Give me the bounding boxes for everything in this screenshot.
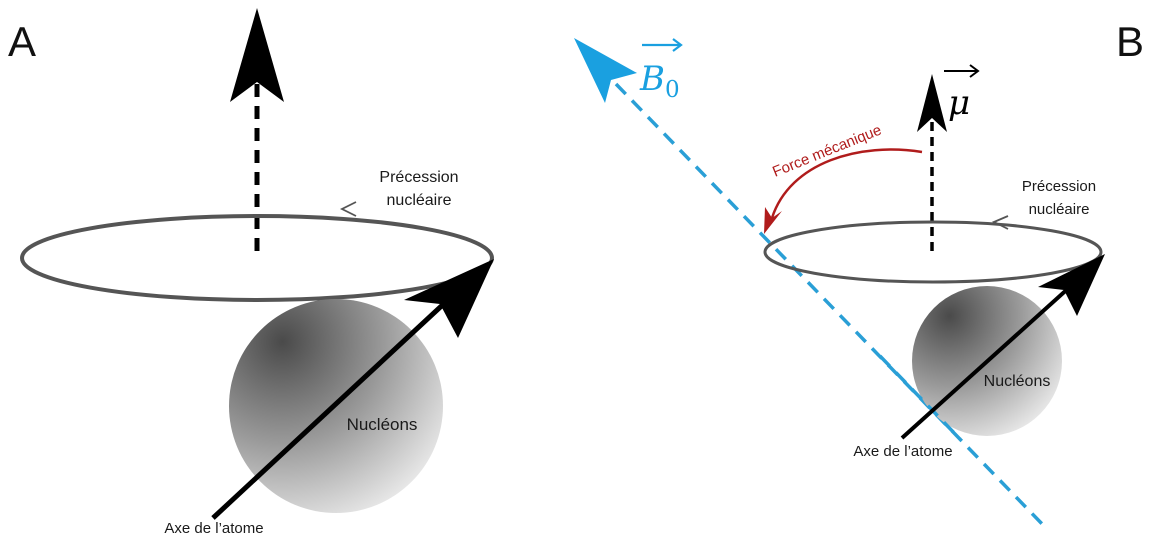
panel-b-field-symbol-subscript: 0 <box>665 77 680 103</box>
panel-b-moment-arrowhead <box>917 74 947 132</box>
panel-a-atom-axis-line <box>211 284 465 520</box>
panel-b-atom-axis-arrowhead <box>1038 254 1105 316</box>
panel-b: B B 0 μ Force mécanique <box>574 18 1144 530</box>
panel-a-letter: A <box>8 18 36 65</box>
panel-a: A Précession nucléaire Nucléons Axe de l… <box>8 8 494 537</box>
panel-b-force-arrow <box>770 148 923 219</box>
panel-a-precession-label-line1: Précession <box>379 169 458 186</box>
panel-a-orbit-direction-icon <box>339 201 357 217</box>
panel-b-field-line-over-sphere <box>878 354 962 441</box>
panel-a-precession-label-line2: nucléaire <box>387 192 452 209</box>
panel-b-field-symbol: B 0 <box>639 38 683 103</box>
panel-b-precession-label-line1: Précession <box>1022 178 1096 195</box>
panel-b-field-symbol-letter: B <box>639 59 665 99</box>
panel-a-precession-orbit <box>20 214 494 302</box>
panel-b-moment-symbol-letter: μ <box>948 83 970 123</box>
panel-a-up-arrowhead <box>230 8 284 102</box>
panel-b-field-arrowhead <box>574 38 637 103</box>
panel-b-atom-axis-line <box>900 274 1084 440</box>
panel-b-force-arrowhead <box>764 207 782 234</box>
panel-a-nucleons-label: Nucléons <box>347 415 418 434</box>
panel-b-precession-orbit <box>763 220 1103 284</box>
panel-a-axis-label: Axe de l’atome <box>164 520 263 537</box>
panel-b-orbit-direction-icon <box>991 215 1009 230</box>
panel-b-letter: B <box>1116 18 1144 65</box>
panel-b-moment-symbol: μ <box>944 64 980 123</box>
panel-b-axis-label: Axe de l’atome <box>853 443 952 460</box>
panel-b-nucleons-label: Nucléons <box>984 373 1051 390</box>
panel-b-precession-label-line2: nucléaire <box>1029 201 1090 218</box>
panel-a-atom-axis-arrowhead <box>404 259 494 338</box>
panel-b-field-line <box>614 82 1048 530</box>
